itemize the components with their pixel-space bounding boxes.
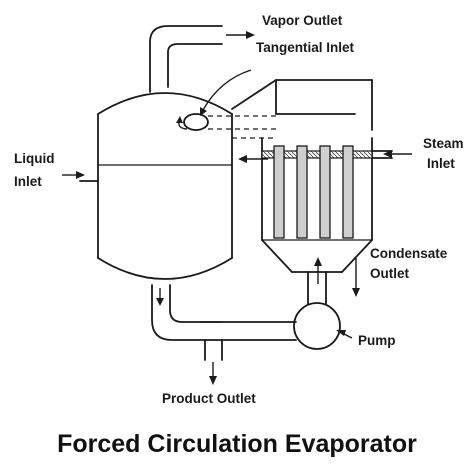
pump — [293, 302, 341, 350]
heater-tubes — [273, 145, 354, 239]
vapor-outlet-pipe — [149, 25, 255, 93]
pump-label-arrow — [336, 330, 353, 339]
diagram-title: Forced Circulation Evaporator — [57, 430, 417, 458]
steam-inlet — [371, 150, 412, 159]
separator-vessel — [97, 92, 233, 280]
condensate-label-line2: Outlet — [370, 266, 410, 281]
heater-inflow-arrow — [238, 155, 268, 163]
product-outlet-label: Product Outlet — [162, 391, 256, 406]
condensate-label-line1: Condensate — [370, 246, 448, 261]
heater-tube — [342, 145, 354, 239]
condensate-outlet — [352, 258, 360, 297]
steam-label-line2: Inlet — [427, 156, 455, 171]
liquid-label-line1: Liquid — [14, 151, 55, 166]
separator-bottom-arrow — [156, 288, 164, 306]
tangential-inlet-label: Tangential Inlet — [256, 40, 355, 55]
upflow-arrow — [314, 257, 322, 284]
heater-tube — [273, 145, 285, 239]
heater-tube — [319, 145, 331, 239]
heat-exchanger — [231, 79, 373, 273]
dashed-connections — [208, 115, 276, 139]
return-pipe — [151, 284, 297, 341]
top-tube-sheet — [261, 150, 373, 159]
pump-riser-pipe — [307, 271, 327, 305]
steam-label-line1: Steam — [423, 136, 464, 151]
liquid-label-line2: Inlet — [14, 174, 42, 189]
vapor-outlet-label: Vapor Outlet — [262, 13, 343, 28]
heater-tube — [296, 145, 308, 239]
tangential-inlet-nozzle — [176, 69, 252, 131]
liquid-inlet — [62, 171, 99, 182]
pump-label: Pump — [358, 333, 396, 348]
product-outlet — [204, 339, 223, 385]
